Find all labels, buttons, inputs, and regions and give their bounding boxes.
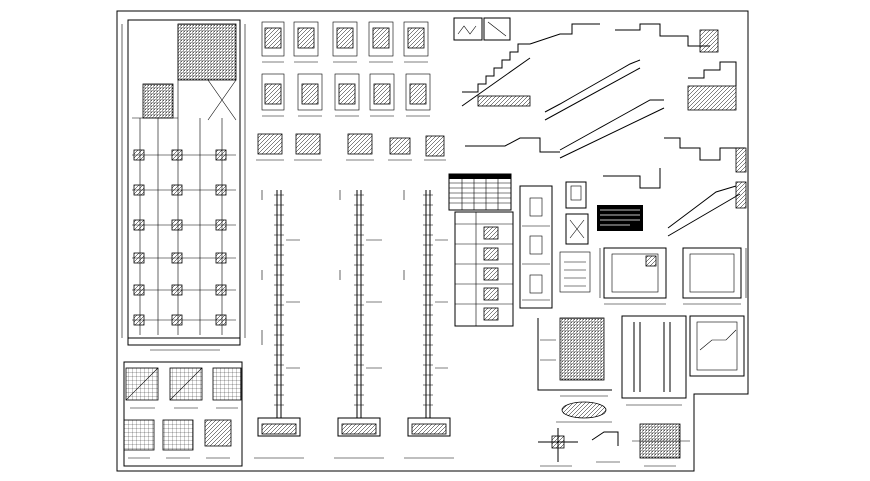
beam-elevation-detail: [621, 315, 687, 406]
rebar-schedule-table: [448, 173, 553, 327]
retaining-wall-section: [537, 317, 612, 423]
column-elevations: [254, 190, 454, 459]
foundation-floor-plan: [121, 19, 246, 351]
pedestal-detail: [559, 181, 591, 293]
water-tank-plans: [599, 247, 747, 377]
connection-details: [538, 423, 690, 467]
general-notes-block: [597, 205, 643, 231]
column-section-details: [261, 17, 511, 117]
beam-section-details: [256, 133, 446, 161]
stair-section-details: [461, 23, 747, 237]
footing-plan-details: [123, 361, 243, 467]
sheet-border: [116, 10, 749, 472]
